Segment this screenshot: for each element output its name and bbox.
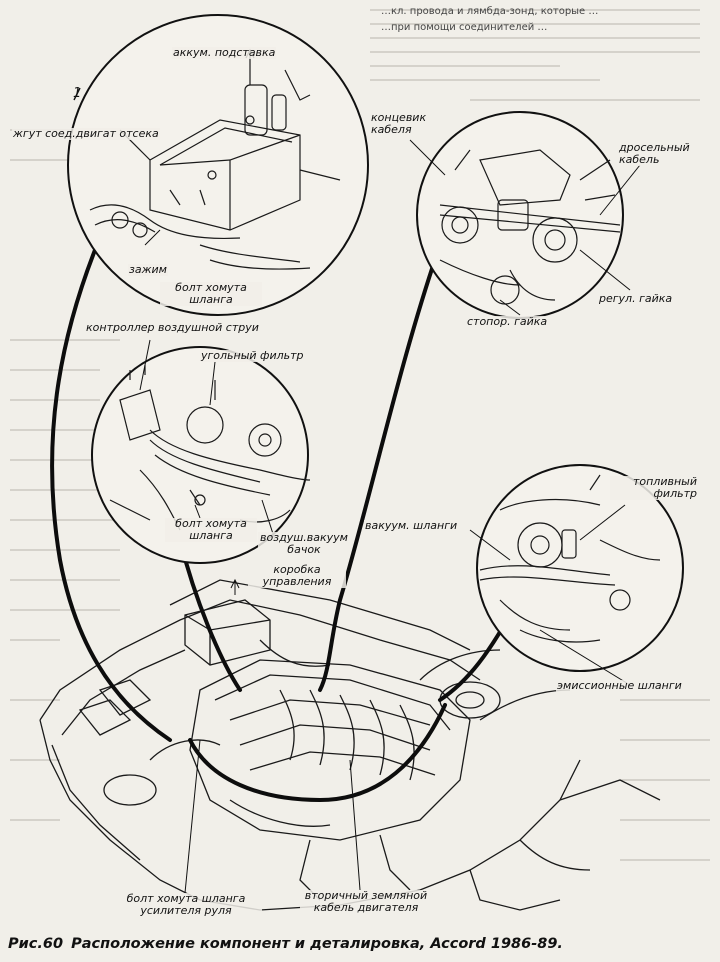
detail-circle-throttle-cable xyxy=(409,111,641,319)
label-fuel-filter-line1: топливный xyxy=(632,475,697,488)
label-harness: жгут соед.двигат отсека xyxy=(12,127,160,140)
detail-circle-fuel-filter xyxy=(469,464,684,686)
label-vacuum-tank-line2: бачок xyxy=(287,543,321,556)
label-fuel-filter: топливный фильтр xyxy=(610,476,698,500)
label-hose-clamp-bolt-2-line2: шланга xyxy=(189,529,233,542)
label-vacuum-hoses: вакуум. шланги xyxy=(364,519,459,532)
label-hose-clamp-bolt-2: болт хомута шланга xyxy=(165,518,257,542)
engine-compartment xyxy=(39,579,661,911)
figure-caption-text: Расположение компонент и деталировка, Ac… xyxy=(71,936,563,952)
label-control-box-line2: управления xyxy=(262,575,332,588)
label-throttle-cable: дросельный кабель xyxy=(618,142,691,166)
top-page-text-line2: …при помощи соединителей … xyxy=(381,22,548,33)
label-vacuum-tank-line1: воздуш.вакуум xyxy=(260,531,348,544)
detail-circle-air-jet-controller xyxy=(91,339,311,564)
label-charcoal-filter: угольный фильтр xyxy=(200,349,305,362)
figure-caption: Рис.60 Расположение компонент и деталиров… xyxy=(8,936,712,952)
figure-number: Рис.60 xyxy=(8,936,64,952)
label-ground-cable: вторичный земляной кабель двигателя xyxy=(300,890,432,914)
label-throttle-cable-line1: дросельный xyxy=(619,141,690,154)
label-emission-hoses: эмиссионные шланги xyxy=(556,679,683,692)
label-throttle-cable-line2: кабель xyxy=(619,153,660,166)
label-ground-cable-line2: кабель двигателя xyxy=(313,901,419,914)
label-hose-clamp-bolt-1: болт хомута шланга xyxy=(160,282,262,306)
top-page-text-line1: …кл. провода и лямбда-зонд, которые … xyxy=(381,6,599,17)
label-vacuum-tank: воздуш.вакуум бачок xyxy=(258,532,350,556)
label-hose-clamp-bolt-2-line1: болт хомута xyxy=(175,517,247,530)
label-clamp: зажим xyxy=(128,263,168,276)
label-air-jet-controller: контроллер воздушной струи xyxy=(85,321,260,334)
label-ps-hose-bolt-line1: болт хомута шланга xyxy=(126,892,246,905)
label-hose-clamp-bolt-1-line1: болт хомута xyxy=(175,281,247,294)
label-ps-hose-bolt-line2: усилителя руля xyxy=(140,904,232,917)
label-cable-end-line1: концевик xyxy=(371,111,427,124)
label-cable-end: концевик кабеля xyxy=(370,111,428,136)
label-battery-stand: аккум. подставка xyxy=(172,46,277,59)
detail-circle-battery-stand xyxy=(67,14,369,316)
label-cable-end-line2: кабеля xyxy=(371,123,412,136)
engine-label-leaders xyxy=(144,229,361,894)
label-lock-nut: стопор. гайка xyxy=(466,315,549,328)
label-control-box: коробка управления xyxy=(248,564,346,588)
label-fuel-filter-line2: фильтр xyxy=(653,487,697,500)
label-ps-hose-bolt: болт хомута шланга усилителя руля xyxy=(110,893,262,917)
label-control-box-line1: коробка xyxy=(273,563,321,576)
index-marker-1: 1 xyxy=(73,86,82,101)
label-adjust-nut: регул. гайка xyxy=(598,292,674,305)
label-ground-cable-line1: вторичный земляной xyxy=(304,889,428,902)
label-hose-clamp-bolt-1-line2: шланга xyxy=(189,293,233,306)
